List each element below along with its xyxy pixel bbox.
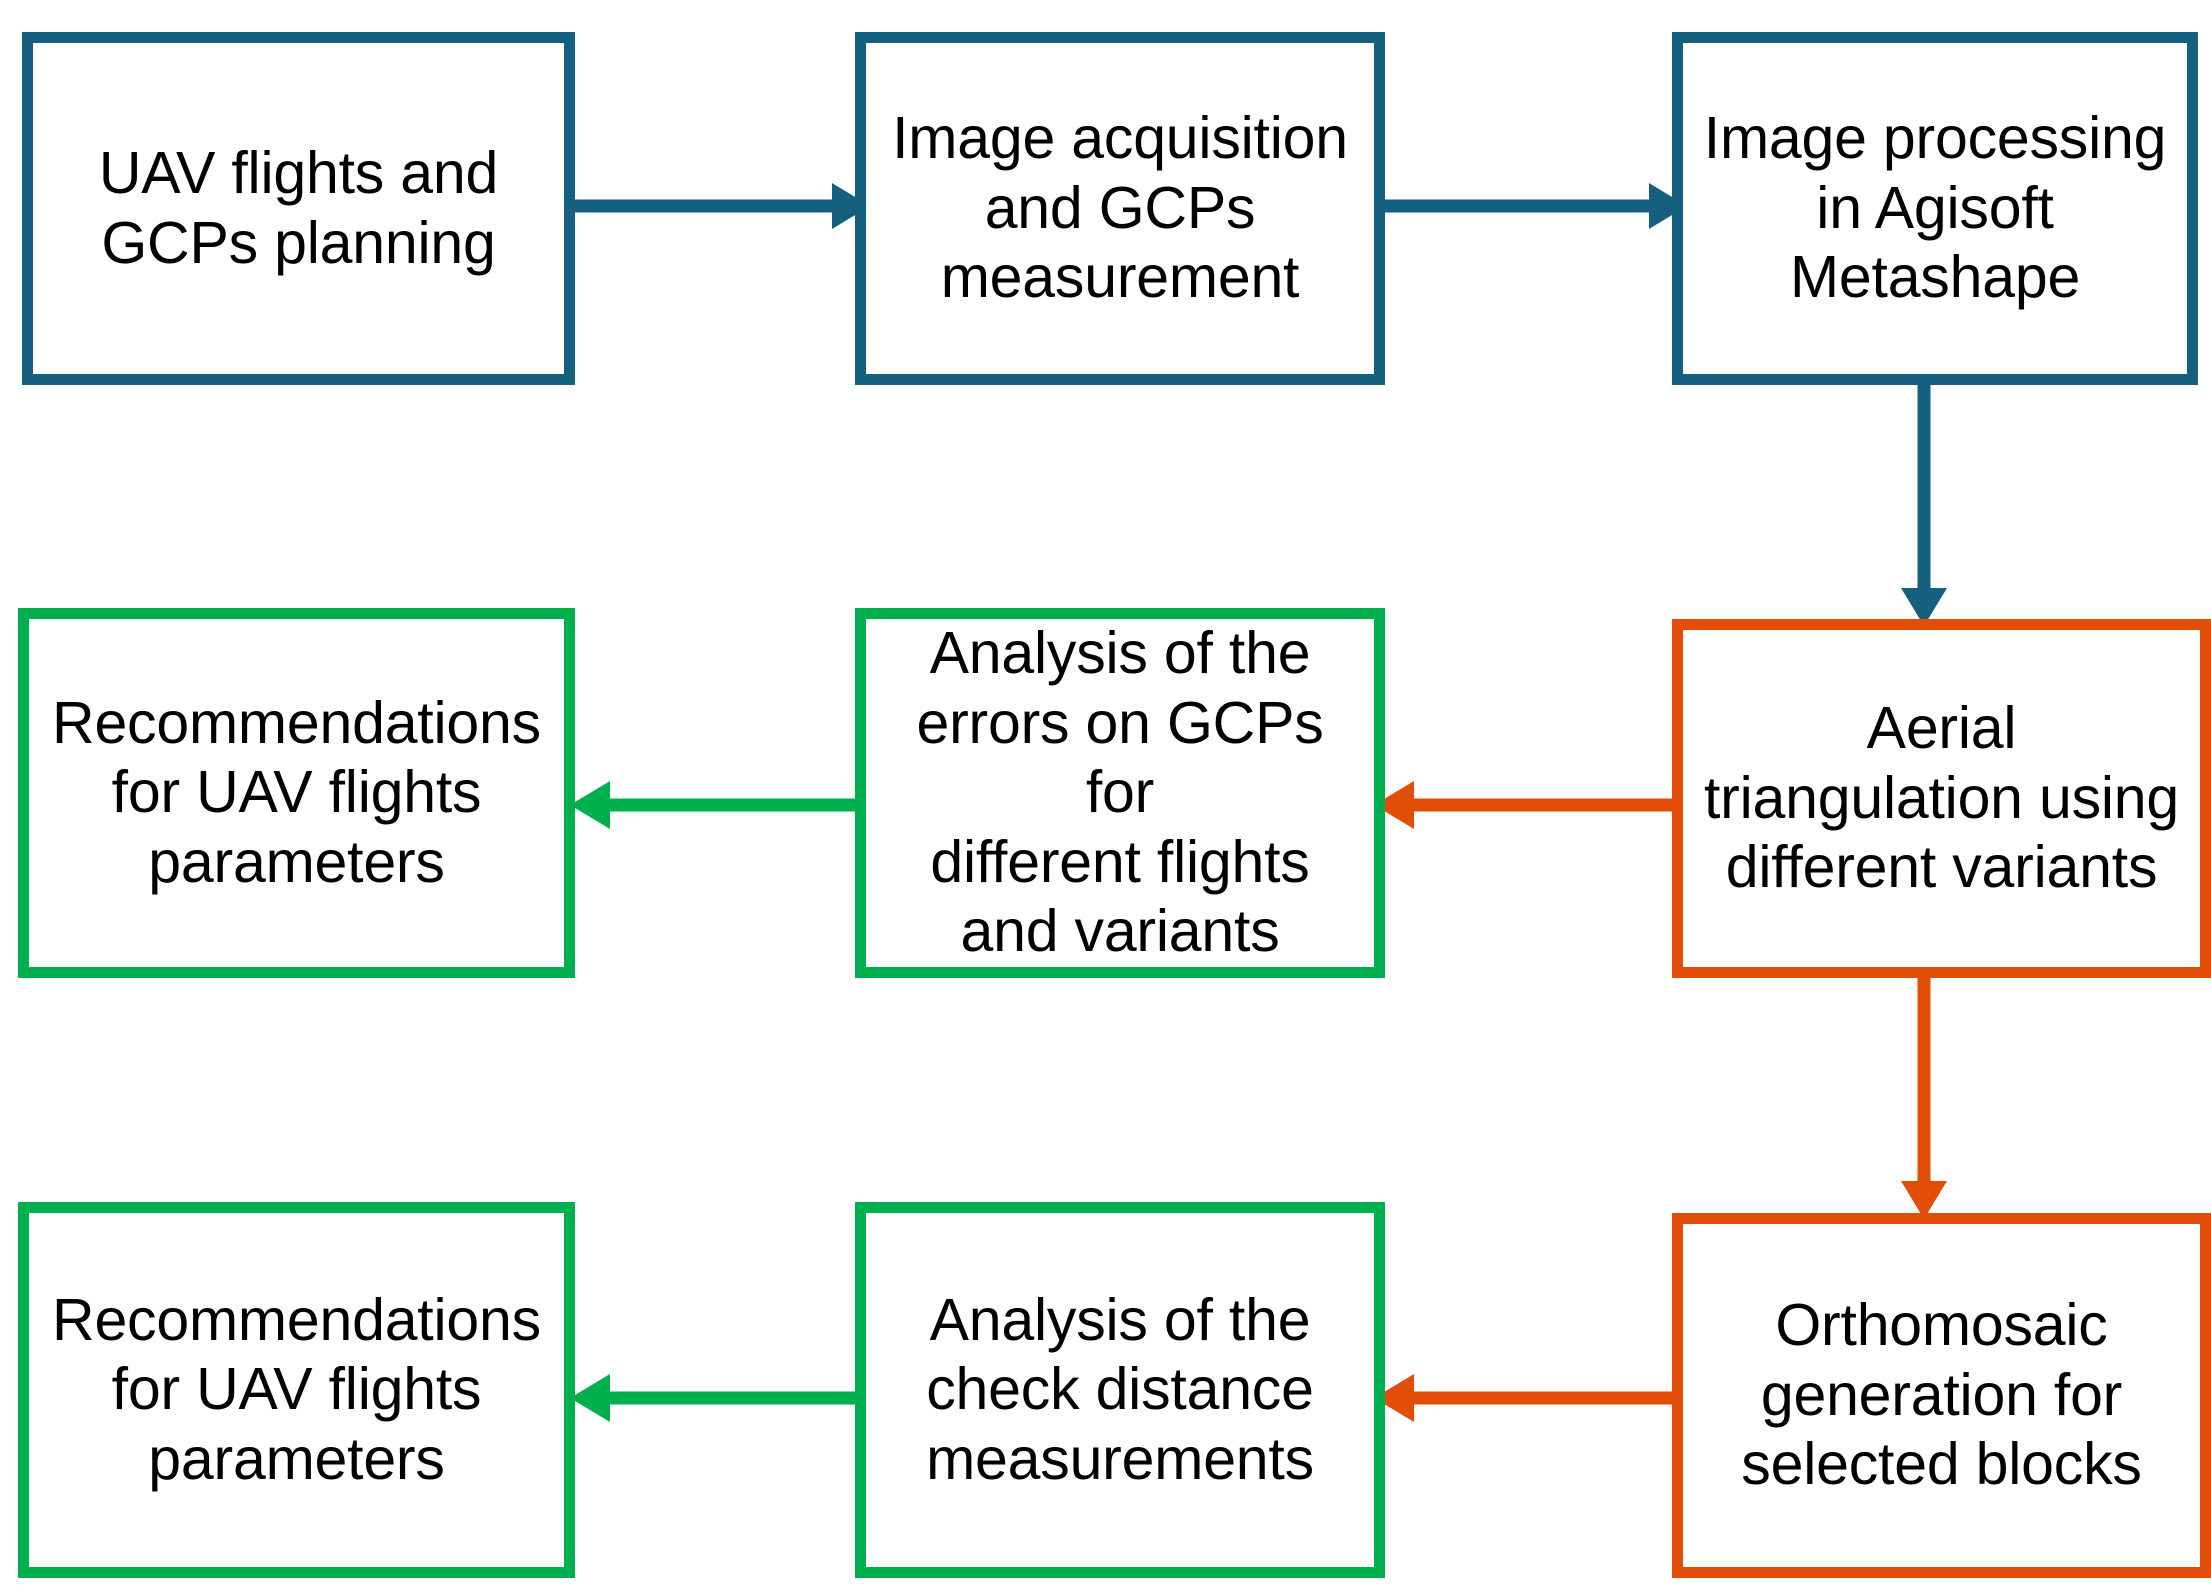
- node-orthomosaic-generation-for-selected-blocks[interactable]: Orthomosaic generation for selected bloc…: [1672, 1213, 2211, 1578]
- node-analysis-of-check-distance-measurements[interactable]: Analysis of the check distance measureme…: [855, 1202, 1385, 1578]
- node-image-acquisition-and-gcps-measurement[interactable]: Image acquisition and GCPs measurement: [855, 32, 1385, 385]
- node-label: Orthomosaic generation for selected bloc…: [1741, 1292, 2142, 1498]
- edge-uav-planning-to-image-acquisition: [570, 183, 870, 229]
- node-label: Image processing in Agisoft Metashape: [1703, 105, 2167, 311]
- edge-image-processing-to-aerial-triangulation: [1901, 378, 1947, 626]
- edge-orthomosaic-to-analysis-check-distances: [1374, 1374, 1679, 1422]
- node-label: UAV flights and GCPs planning: [98, 139, 499, 276]
- node-aerial-triangulation-using-different-variants[interactable]: Aerial triangulation using different var…: [1672, 619, 2211, 978]
- edge-analysis-check-distances-to-recommendations-2: [570, 1374, 862, 1422]
- node-recommendations-for-uav-flights-parameters-upper[interactable]: Recommendations for UAV flights paramete…: [18, 608, 575, 978]
- node-recommendations-for-uav-flights-parameters-lower[interactable]: Recommendations for UAV flights paramete…: [18, 1202, 575, 1578]
- edge-analysis-gcp-errors-to-recommendations-1: [570, 781, 862, 829]
- node-label: Recommendations for UAV flights paramete…: [52, 1286, 541, 1492]
- node-image-processing-in-agisoft-metashape[interactable]: Image processing in Agisoft Metashape: [1672, 32, 2198, 385]
- node-label: Analysis of the check distance measureme…: [926, 1286, 1314, 1492]
- node-label: Analysis of the errors on GCPs for diffe…: [916, 619, 1324, 965]
- node-label: Recommendations for UAV flights paramete…: [52, 689, 541, 895]
- node-label: Image acquisition and GCPs measurement: [892, 105, 1348, 311]
- edge-aerial-triangulation-to-analysis-gcp-errors: [1374, 781, 1679, 829]
- node-label: Aerial triangulation using different var…: [1703, 695, 2180, 901]
- node-analysis-of-errors-on-gcps[interactable]: Analysis of the errors on GCPs for diffe…: [855, 608, 1385, 978]
- node-uav-flights-and-gcps-planning[interactable]: UAV flights and GCPs planning: [22, 32, 575, 385]
- edge-aerial-triangulation-to-orthomosaic: [1901, 971, 1947, 1219]
- edge-image-acquisition-to-image-processing: [1380, 183, 1687, 229]
